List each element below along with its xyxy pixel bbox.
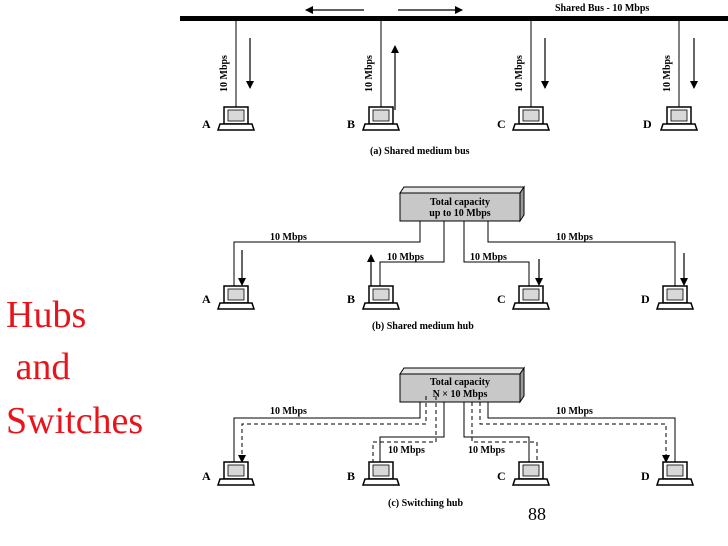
caption: (c) Switching hub [388,498,463,509]
arrow-icon [479,402,670,463]
computer-icon [217,106,255,131]
rate-label: 10 Mbps [270,406,307,417]
station-label: A [202,117,211,131]
station-label: A [202,292,211,306]
page-number: 88 [528,504,546,524]
rate-label: 10 Mbps [364,55,375,92]
rate-label: 10 Mbps [556,232,593,243]
diagram-b: Total capacity up to 10 Mbps 10 Mbps 10 … [202,185,694,332]
computer-icon [217,461,255,486]
rate-label: 10 Mbps [662,55,673,92]
diagram-c: Total capacity N × 10 Mbps 10 Mbps 10 Mb… [202,366,694,509]
caption: (a) Shared medium bus [370,146,470,157]
computer-icon [512,461,550,486]
station-label: C [497,292,506,306]
computer-icon [512,106,550,131]
computer-icon [656,285,694,310]
station-label: B [347,469,355,483]
arrow-icon [238,396,427,463]
rate-label: 10 Mbps [270,232,307,243]
switch-capacity-line1: Total capacity [430,377,490,388]
diagram-a: Shared Bus - 10 Mbps 10 Mbps 10 Mbps 10 … [180,3,728,157]
computer-icon [512,285,550,310]
station-label: D [643,117,652,131]
switch-capacity-line2: N × 10 Mbps [433,389,488,400]
station-label: C [497,469,506,483]
rate-label: 10 Mbps [468,445,505,456]
station-label: D [641,469,650,483]
bus-label: Shared Bus - 10 Mbps [555,3,649,14]
hub-capacity-line2: up to 10 Mbps [429,208,491,219]
switch-path [471,402,538,468]
computer-icon [362,106,400,131]
computer-icon [656,461,694,486]
station-label: D [641,292,650,306]
hub-box-icon [399,185,525,223]
slide-title-line3: Switches [6,400,144,442]
rate-label: 10 Mbps [470,252,507,263]
rate-label: 10 Mbps [388,445,425,456]
computer-icon [362,285,400,310]
rate-label: 10 Mbps [387,252,424,263]
rate-label: 10 Mbps [219,55,230,92]
slide-title-line2: and [6,346,71,388]
switch-path [372,396,437,468]
rate-label: 10 Mbps [556,406,593,417]
hub-capacity-line1: Total capacity [430,197,490,208]
shared-bus-line [180,16,728,21]
computer-icon [660,106,698,131]
computer-icon [362,461,400,486]
station-label: B [347,292,355,306]
rate-label: 10 Mbps [514,55,525,92]
station-label: C [497,117,506,131]
hub-box-icon [399,366,525,404]
caption: (b) Shared medium hub [372,321,474,332]
computer-icon [217,285,255,310]
slide-title-line1: Hubs [6,294,87,336]
station-label: B [347,117,355,131]
station-label: A [202,469,211,483]
